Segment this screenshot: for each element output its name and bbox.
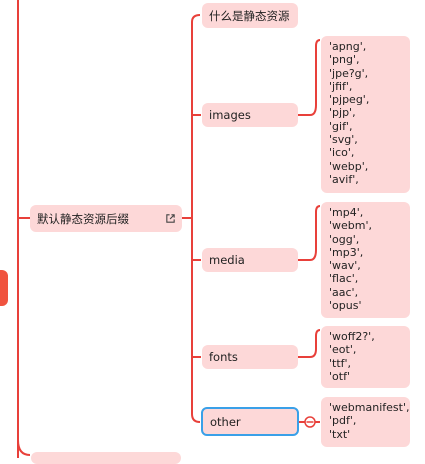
- value-item: 'mp4',: [329, 206, 364, 219]
- child-node-other[interactable]: other: [201, 407, 299, 436]
- parent-label: 默认静态资源后缀: [37, 211, 129, 226]
- child-label: other: [210, 414, 241, 429]
- child-node-images[interactable]: images: [202, 103, 298, 127]
- child-label: images: [209, 108, 251, 122]
- root-node-edge[interactable]: [0, 270, 8, 306]
- child-label: fonts: [209, 350, 238, 364]
- external-link-icon[interactable]: [165, 213, 176, 224]
- child-label: media: [209, 253, 245, 267]
- value-item: 'gif',: [329, 119, 353, 133]
- value-item: 'svg',: [329, 133, 358, 147]
- value-item: 'ico',: [329, 146, 355, 160]
- edge-images-values: [298, 39, 321, 116]
- edge-media-values: [298, 205, 321, 261]
- value-item: 'pjpeg',: [329, 93, 370, 107]
- values-fonts[interactable]: 'woff2?', 'eot', 'ttf', 'otf': [321, 326, 410, 388]
- value-item: 'apng',: [329, 40, 367, 53]
- value-item: 'ogg',: [329, 232, 360, 246]
- value-item: 'png',: [329, 53, 360, 67]
- value-item: 'opus': [329, 299, 362, 313]
- value-item: 'woff2?',: [329, 330, 375, 343]
- value-item: 'pdf',: [329, 414, 357, 428]
- values-images[interactable]: 'apng', 'png', 'jpe?g', 'jfif', 'pjpeg',…: [321, 36, 410, 193]
- value-item: 'webm',: [329, 219, 373, 233]
- value-item: 'mp3',: [329, 245, 364, 259]
- value-item: 'jfif',: [329, 79, 353, 93]
- children-bracket: [191, 14, 201, 423]
- next-sibling-node[interactable]: [31, 452, 181, 464]
- value-item: 'ttf',: [329, 356, 352, 370]
- parent-node[interactable]: 默认静态资源后缀: [30, 205, 182, 232]
- value-item: 'jpe?g',: [329, 66, 369, 80]
- edge-fonts-values: [298, 329, 321, 358]
- values-media[interactable]: 'mp4', 'webm', 'ogg', 'mp3', 'wav', 'fla…: [321, 202, 410, 318]
- child-node-fonts[interactable]: fonts: [202, 345, 298, 369]
- child-node-what-is-static[interactable]: 什么是静态资源: [202, 3, 298, 28]
- value-item: 'eot',: [329, 343, 357, 357]
- values-other[interactable]: 'webmanifest', 'pdf', 'txt': [321, 397, 410, 447]
- value-item: 'webmanifest',: [329, 401, 410, 414]
- value-item: 'otf': [329, 369, 350, 383]
- child-label: 什么是静态资源: [209, 8, 290, 23]
- value-item: 'webp',: [329, 159, 369, 173]
- value-item: 'avif',: [329, 172, 359, 186]
- value-item: 'flac',: [329, 272, 359, 286]
- value-item: 'txt': [329, 427, 351, 441]
- child-node-media[interactable]: media: [202, 248, 298, 272]
- trunk-to-bottom: [17, 439, 31, 456]
- value-item: 'aac',: [329, 285, 359, 299]
- value-item: 'pjp',: [329, 106, 356, 120]
- value-item: 'wav',: [329, 259, 361, 273]
